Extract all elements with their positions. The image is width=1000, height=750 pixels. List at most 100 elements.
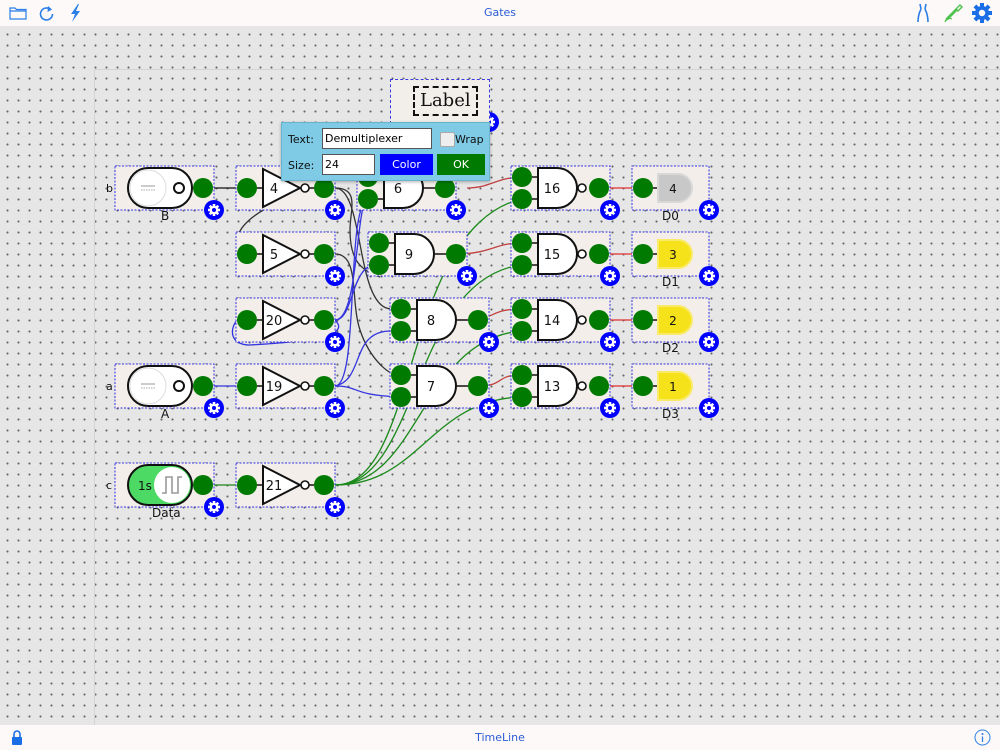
pin-connector[interactable] bbox=[237, 310, 257, 330]
info-icon[interactable] bbox=[974, 729, 991, 746]
ok-button[interactable]: OK bbox=[437, 154, 485, 175]
not-gate[interactable]: 5 bbox=[235, 231, 336, 277]
and-gate[interactable]: 7 bbox=[389, 363, 490, 409]
gear-icon[interactable] bbox=[325, 332, 345, 352]
pliers-icon[interactable] bbox=[915, 3, 931, 23]
timeline-title[interactable]: TimeLine bbox=[475, 731, 525, 744]
pin-connector[interactable] bbox=[512, 255, 532, 275]
pin-connector[interactable] bbox=[314, 310, 334, 330]
pin-connector[interactable] bbox=[512, 387, 532, 407]
pin-connector[interactable] bbox=[512, 321, 532, 341]
pin-connector[interactable] bbox=[589, 310, 609, 330]
lightning-icon[interactable] bbox=[69, 4, 81, 22]
pin-connector[interactable] bbox=[237, 244, 257, 264]
pin-connector[interactable] bbox=[589, 244, 609, 264]
gear-icon[interactable] bbox=[457, 266, 477, 286]
pin-connector[interactable] bbox=[468, 310, 488, 330]
output-led[interactable]: 4 bbox=[631, 165, 710, 211]
gear-icon[interactable] bbox=[699, 332, 719, 352]
pin-connector[interactable] bbox=[237, 178, 257, 198]
pin-connector[interactable] bbox=[358, 189, 378, 209]
nand-gate[interactable]: 16 bbox=[510, 165, 611, 211]
pin-connector[interactable] bbox=[314, 475, 334, 495]
gear-icon[interactable] bbox=[446, 200, 466, 220]
pin-connector[interactable] bbox=[435, 178, 455, 198]
pin-connector[interactable] bbox=[369, 233, 389, 253]
gear-icon[interactable] bbox=[600, 332, 620, 352]
canvas-boundary-line bbox=[94, 69, 1000, 70]
gear-icon[interactable] bbox=[325, 497, 345, 517]
pin-connector[interactable] bbox=[369, 255, 389, 275]
gear-icon[interactable] bbox=[699, 266, 719, 286]
pin-connector[interactable] bbox=[237, 475, 257, 495]
gate-id: 13 bbox=[544, 380, 561, 395]
gear-icon[interactable] bbox=[600, 200, 620, 220]
pin-connector[interactable] bbox=[314, 244, 334, 264]
output-led[interactable]: 1 bbox=[631, 363, 710, 409]
folder-icon[interactable] bbox=[9, 6, 27, 20]
text-input[interactable] bbox=[322, 128, 432, 149]
gear-icon[interactable] bbox=[325, 266, 345, 286]
pin-connector[interactable] bbox=[193, 376, 213, 396]
gate-body bbox=[537, 233, 578, 275]
gear-icon[interactable] bbox=[204, 200, 224, 220]
nand-gate[interactable]: 15 bbox=[510, 231, 611, 277]
gear-icon[interactable] bbox=[479, 398, 499, 418]
pin-connector[interactable] bbox=[391, 321, 411, 341]
pin-connector[interactable] bbox=[633, 376, 653, 396]
pin-connector[interactable] bbox=[314, 376, 334, 396]
size-input[interactable] bbox=[322, 154, 375, 175]
off-indicator bbox=[173, 182, 185, 194]
pin-connector[interactable] bbox=[512, 233, 532, 253]
refresh-icon[interactable] bbox=[39, 4, 55, 22]
and-gate[interactable]: 8 bbox=[389, 297, 490, 343]
pin-connector[interactable] bbox=[391, 365, 411, 385]
output-led[interactable]: 3 bbox=[631, 231, 710, 277]
not-gate[interactable]: 20 bbox=[235, 297, 336, 343]
pin-connector[interactable] bbox=[512, 167, 532, 187]
wrap-checkbox[interactable] bbox=[440, 132, 455, 147]
not-gate[interactable]: 21 bbox=[235, 462, 336, 508]
pin-connector[interactable] bbox=[589, 178, 609, 198]
pin-connector[interactable] bbox=[512, 365, 532, 385]
not-gate[interactable]: 19 bbox=[235, 363, 336, 409]
nand-gate[interactable]: 14 bbox=[510, 297, 611, 343]
pin-connector[interactable] bbox=[633, 178, 653, 198]
inverter-bubble bbox=[300, 480, 310, 490]
switch-input[interactable] bbox=[114, 363, 215, 409]
pin-connector[interactable] bbox=[193, 178, 213, 198]
label-component[interactable]: Label bbox=[390, 79, 490, 124]
pin-connector[interactable] bbox=[468, 376, 488, 396]
gear-icon[interactable] bbox=[972, 3, 992, 23]
pin-connector[interactable] bbox=[633, 244, 653, 264]
nand-gate[interactable]: 13 bbox=[510, 363, 611, 409]
switch-input[interactable] bbox=[114, 165, 215, 211]
gear-icon[interactable] bbox=[600, 398, 620, 418]
gear-icon[interactable] bbox=[479, 332, 499, 352]
pin-connector[interactable] bbox=[589, 376, 609, 396]
pin-connector[interactable] bbox=[512, 299, 532, 319]
clock-input[interactable]: 1s bbox=[114, 462, 215, 508]
pin-connector[interactable] bbox=[314, 178, 334, 198]
pin-connector[interactable] bbox=[391, 387, 411, 407]
not-gate-body bbox=[262, 365, 303, 407]
lock-icon[interactable] bbox=[11, 730, 23, 745]
pin-connector[interactable] bbox=[446, 244, 466, 264]
output-led[interactable]: 2 bbox=[631, 297, 710, 343]
color-button[interactable]: Color bbox=[380, 154, 433, 175]
eyedropper-icon[interactable] bbox=[943, 3, 963, 23]
gear-icon[interactable] bbox=[325, 200, 345, 220]
pin-connector[interactable] bbox=[633, 310, 653, 330]
gear-icon[interactable] bbox=[204, 398, 224, 418]
gear-icon[interactable] bbox=[699, 398, 719, 418]
gate-body bbox=[416, 365, 457, 407]
gear-icon[interactable] bbox=[325, 398, 345, 418]
pin-connector[interactable] bbox=[512, 189, 532, 209]
gear-icon[interactable] bbox=[699, 200, 719, 220]
gear-icon[interactable] bbox=[600, 266, 620, 286]
pin-connector[interactable] bbox=[237, 376, 257, 396]
and-gate[interactable]: 9 bbox=[367, 231, 468, 277]
gear-icon[interactable] bbox=[204, 497, 224, 517]
pin-connector[interactable] bbox=[193, 475, 213, 495]
pin-connector[interactable] bbox=[391, 299, 411, 319]
